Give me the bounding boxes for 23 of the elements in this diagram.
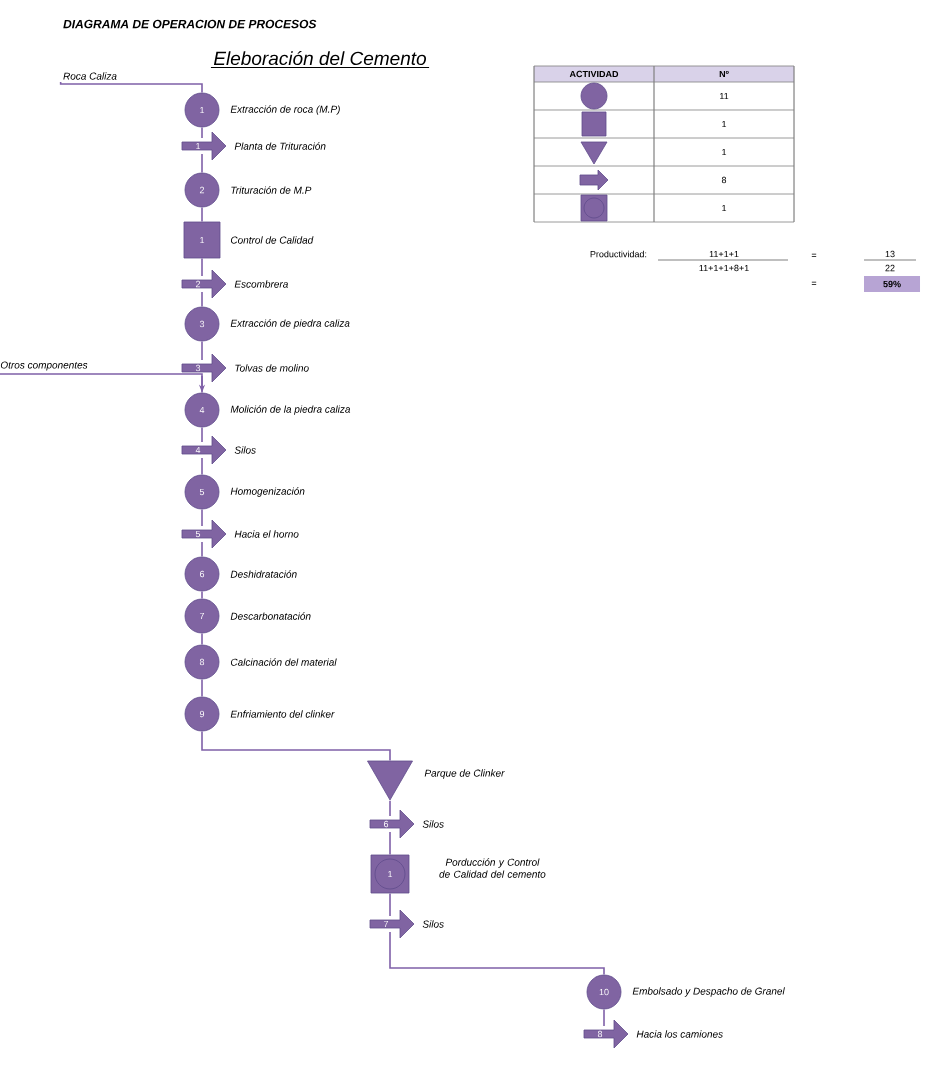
flow-line [201,541,203,558]
flow-line [201,457,203,476]
flow-line [389,892,391,917]
flow-line [201,426,203,443]
flow-line [201,508,203,527]
flow-line [201,340,203,361]
flow-line [201,678,203,698]
flow-line [389,831,391,856]
subtitle: Eleboración del Cemento [213,50,427,66]
flow-line [603,1008,605,1027]
flow-line [201,257,203,277]
flow-line [389,931,605,976]
flow-line [201,153,203,174]
flow-line [201,730,391,762]
flow-line [201,126,203,139]
flow-line [201,375,203,394]
flow-line [201,206,203,223]
flow-line [389,800,391,817]
flow-line [201,632,203,646]
flow-line [59,81,203,94]
flow-line [201,590,203,600]
flow-line [201,291,203,308]
storage-triangle [367,760,413,801]
